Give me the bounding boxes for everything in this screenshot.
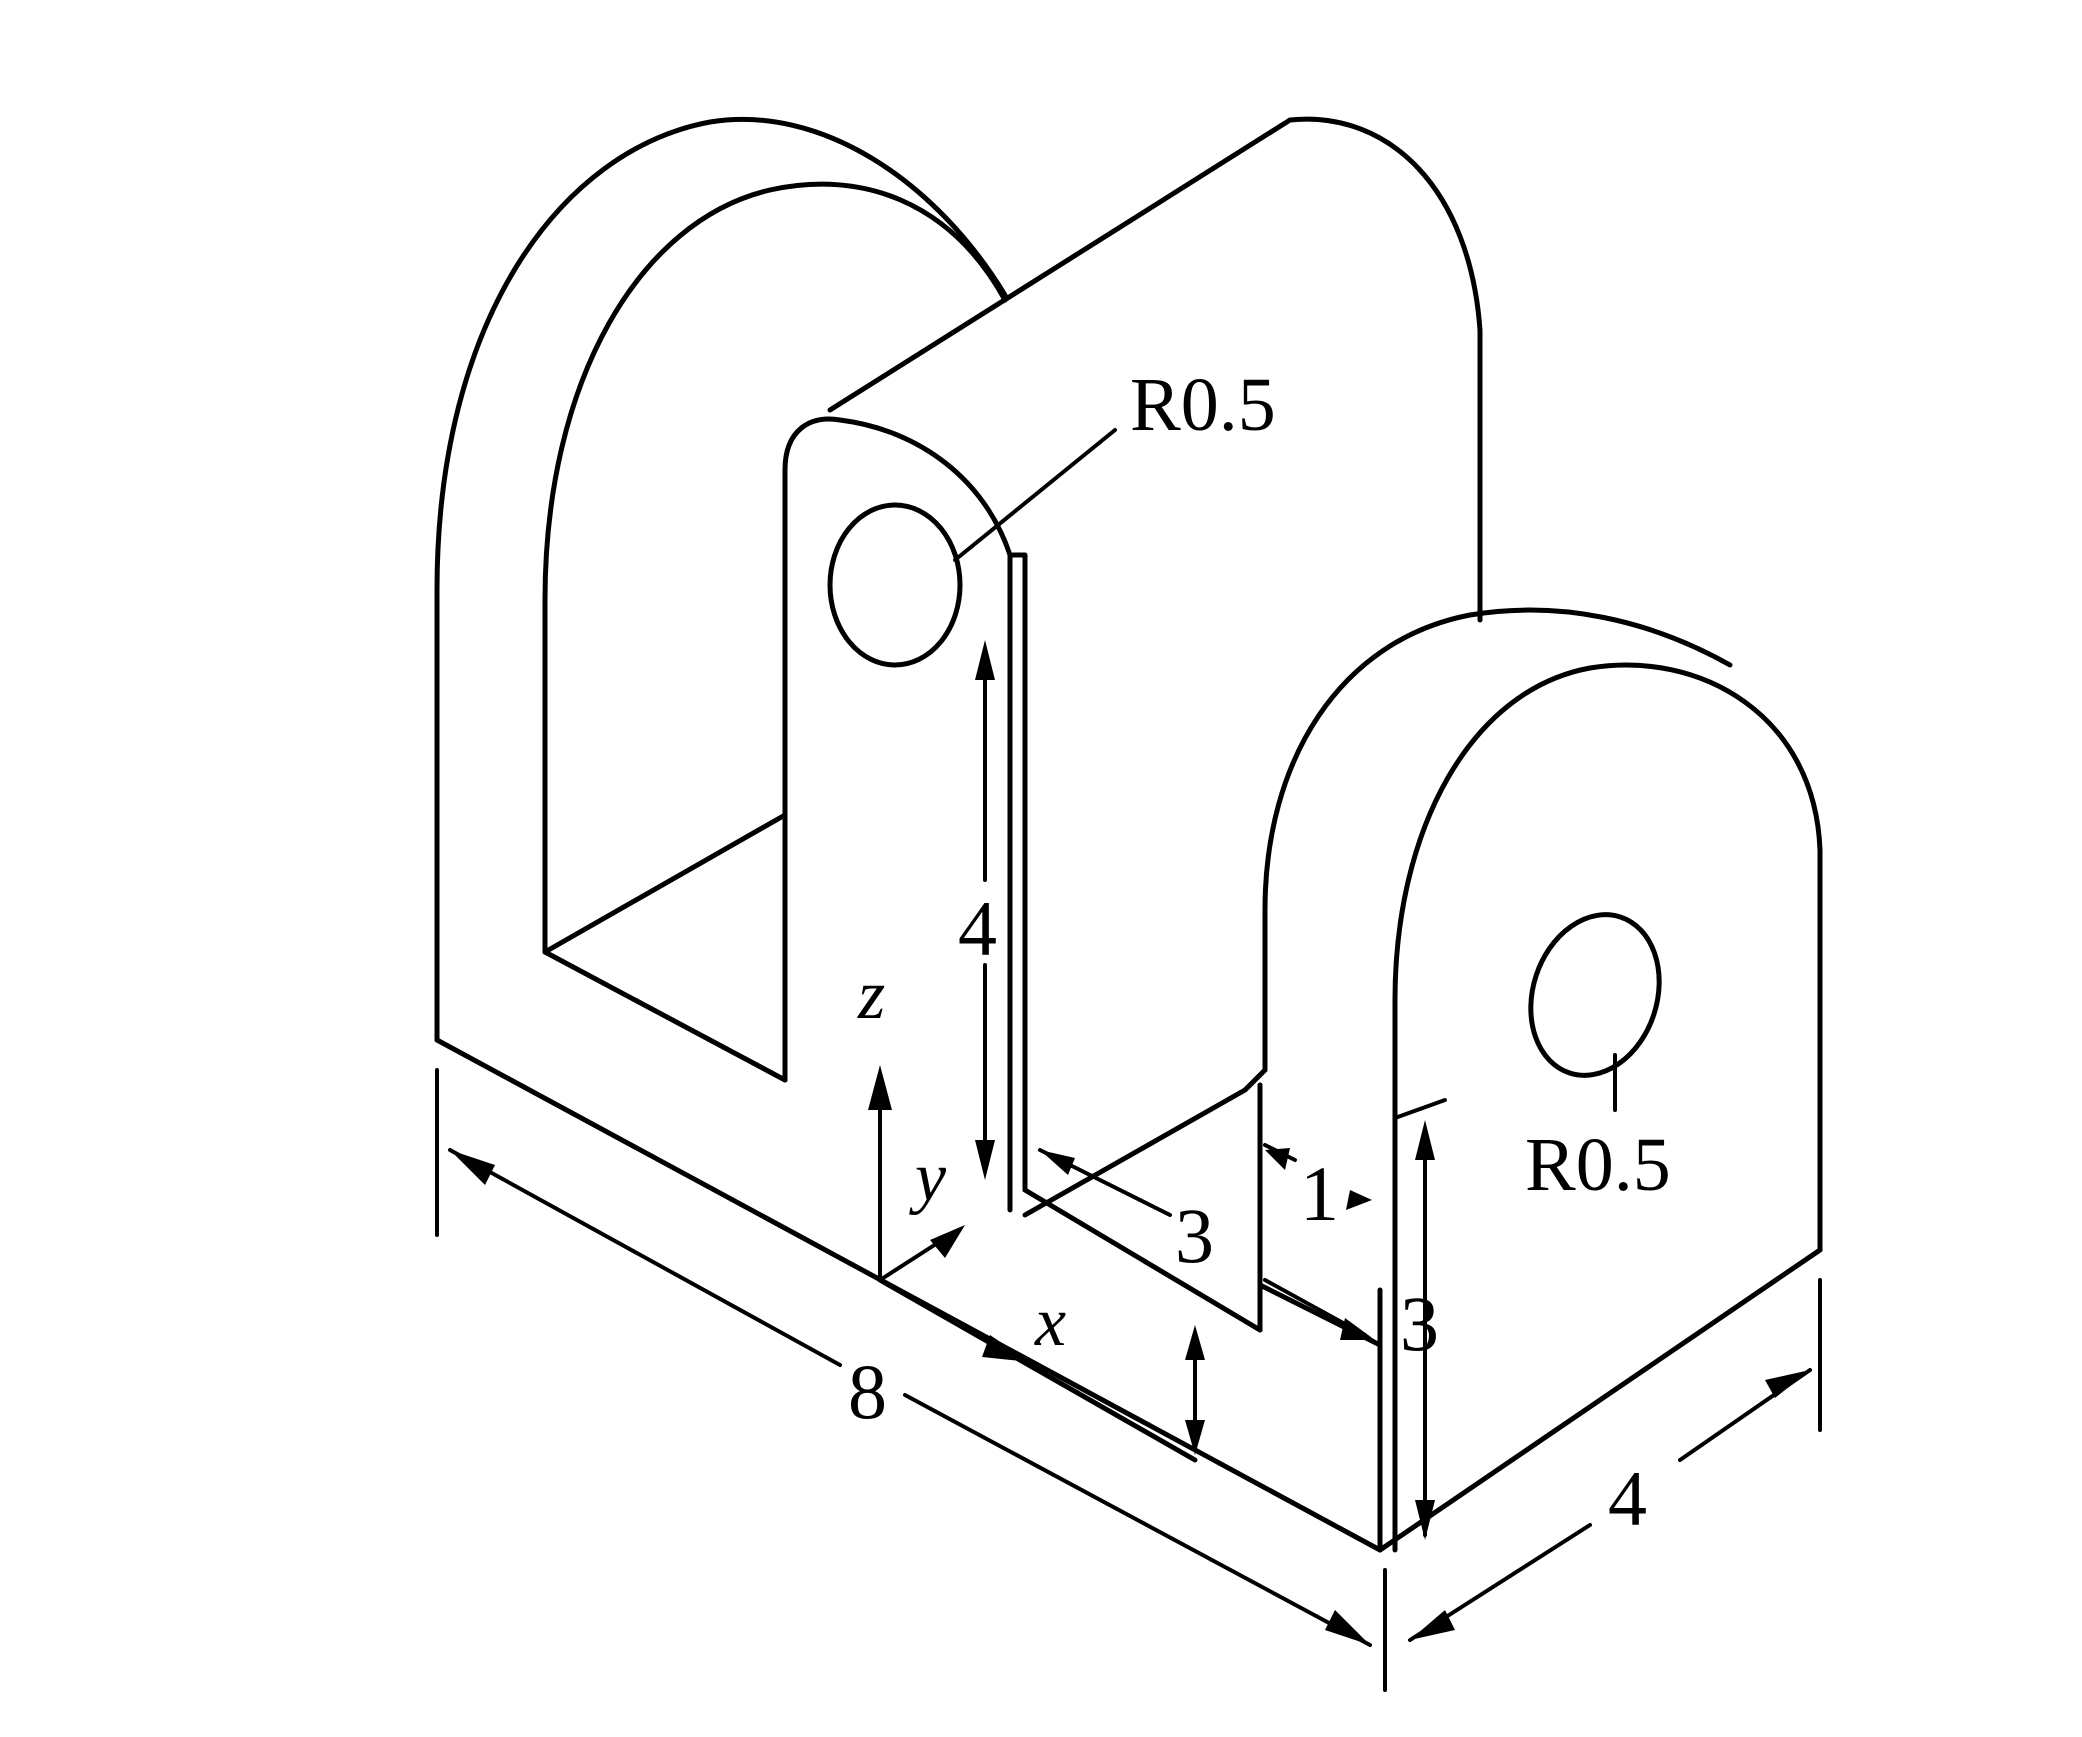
dim-3h-arrow-top <box>1415 1120 1435 1160</box>
dim-1-label: 1 <box>1300 1150 1339 1237</box>
radius-labels: R0.5 R0.5 <box>953 363 1671 1207</box>
left-upright <box>434 116 1008 1083</box>
y-axis-label: y <box>909 1139 947 1216</box>
dim-8-arrow-right <box>1325 1610 1370 1645</box>
dim-4-arrow-left <box>1410 1610 1455 1640</box>
right-hole-radius-label: R0.5 <box>1525 1123 1671 1207</box>
right-hole <box>1528 912 1662 1078</box>
dim-4h-arrow-bottom <box>975 1140 995 1180</box>
x-axis-arrowhead <box>982 1335 1030 1362</box>
wall-hole <box>827 502 963 668</box>
dim-4h-arrow-top <box>975 640 995 680</box>
left-window-bottom <box>542 812 788 955</box>
dim-1-arrow-right <box>1346 1190 1372 1210</box>
slot-left-wall <box>1022 1187 1263 1333</box>
x-axis-line <box>878 1278 1012 1352</box>
dim-8-arrow-left <box>450 1150 495 1185</box>
left-hole-radius-label: R0.5 <box>1130 363 1276 447</box>
dim-8-label: 8 <box>848 1348 887 1435</box>
central-wall <box>782 116 1483 1213</box>
dim-base-arrow-top <box>1185 1325 1205 1360</box>
x-axis-label: x <box>1034 1284 1066 1361</box>
z-axis-label: z <box>857 957 885 1034</box>
dim-3-slot-label: 3 <box>1175 1192 1214 1279</box>
base-front-right <box>1377 1247 1823 1553</box>
right-upright-back-arch <box>1262 607 1733 1073</box>
left-upright-front-arch <box>542 181 1008 955</box>
dim-4-height-label: 4 <box>958 885 997 972</box>
left-window-diag <box>542 949 788 1083</box>
dim-4-depth-label: 4 <box>1608 1455 1647 1542</box>
dim-3-base-label: 3 <box>1400 1280 1439 1367</box>
dim-1-arrow-left <box>1265 1148 1290 1170</box>
coordinate-axes: z y x <box>857 957 1066 1362</box>
wall-front-pillar <box>782 416 1013 1213</box>
wall-top-edge <box>827 117 1293 413</box>
dim-4-arrow-right <box>1765 1370 1810 1398</box>
left-hole-leader <box>953 428 1117 562</box>
dim-8-line-a <box>448 1148 842 1367</box>
dimensions: 8 4 4 3 1 3 <box>435 640 1822 1692</box>
dim-3h-arrow-bottom <box>1415 1500 1435 1540</box>
y-axis-arrowhead <box>930 1225 965 1258</box>
dim-3w-arrow <box>1040 1150 1075 1175</box>
slot-back <box>1242 1067 1268 1093</box>
left-upright-outer-profile <box>434 116 1008 1043</box>
z-axis-arrowhead <box>868 1065 892 1110</box>
dim-3h-ext-top <box>1393 1098 1447 1120</box>
dim-8-line-b <box>903 1393 1372 1647</box>
right-upright-front-arch <box>1392 662 1823 1553</box>
right-upright <box>1262 607 1823 1553</box>
wall-right-arch <box>1287 116 1483 623</box>
dim-3h-ext-arrow <box>1340 1318 1375 1340</box>
slot-right-top <box>1022 1087 1248 1218</box>
dim-base-arrow-bottom <box>1185 1420 1205 1455</box>
wall-front-pillar-inner <box>1007 552 1028 1193</box>
